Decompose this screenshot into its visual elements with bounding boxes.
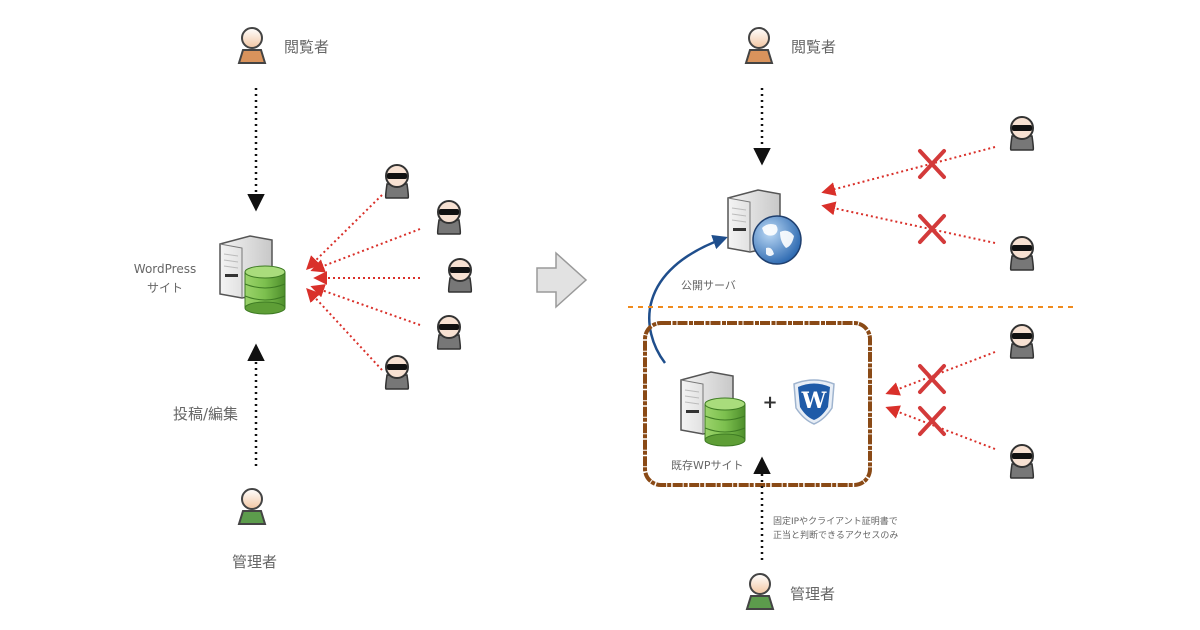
admin-label-before: 管理者 [232,553,278,571]
viewer-label-after: 閲覧者 [791,38,837,56]
attacker-icon [1009,324,1035,359]
access-note-line2: 正当と判断できるアクセスのみ [773,531,899,541]
attacker-icon [1009,444,1035,479]
globe-icon [752,215,802,265]
attack-lines [306,194,421,371]
deploy-curve-arrow [648,234,728,364]
private-network-box [643,321,872,487]
blocked-attack-line [821,201,996,244]
blocked-attack-line [821,146,996,196]
right-arrow-icon [536,251,588,309]
attack-line [306,194,383,270]
blocked-attack-line [885,405,996,450]
admin-icon [745,573,775,610]
attacker-icon [1009,116,1035,151]
viewer-icon [237,27,267,64]
site-label-line1: WordPress [133,262,197,276]
block-x-icon [918,149,946,179]
wordpress-shield-icon: W [793,379,835,425]
admin-label-after: 管理者 [790,585,836,603]
viewer-icon [744,27,774,64]
edit-label: 投稿/編集 [173,405,239,423]
blocked-attack-lines [821,146,996,450]
plus-sign: + [762,392,777,413]
attack-line [310,284,421,326]
attacker-icon [447,258,473,293]
database-icon [244,265,286,315]
attacker-icon [384,164,410,199]
public-server-label: 公開サーバ [681,279,736,292]
block-x-icon [918,214,946,244]
blocked-attack-line [885,351,996,396]
site-label-line2: サイト [146,281,183,295]
attack-line [310,228,421,273]
access-note-line1: 固定IPやクライアント証明書で [773,517,898,527]
attacker-icon [436,200,462,235]
viewer-label-before: 閲覧者 [284,38,330,56]
attacker-icon [384,355,410,390]
attack-line [306,287,383,371]
admin-icon [237,488,267,525]
attacker-icon [1009,236,1035,271]
database-icon [704,397,746,447]
svg-text:W: W [801,388,827,414]
attacker-icon [436,315,462,350]
existing-site-label: 既存WPサイト [671,459,744,472]
